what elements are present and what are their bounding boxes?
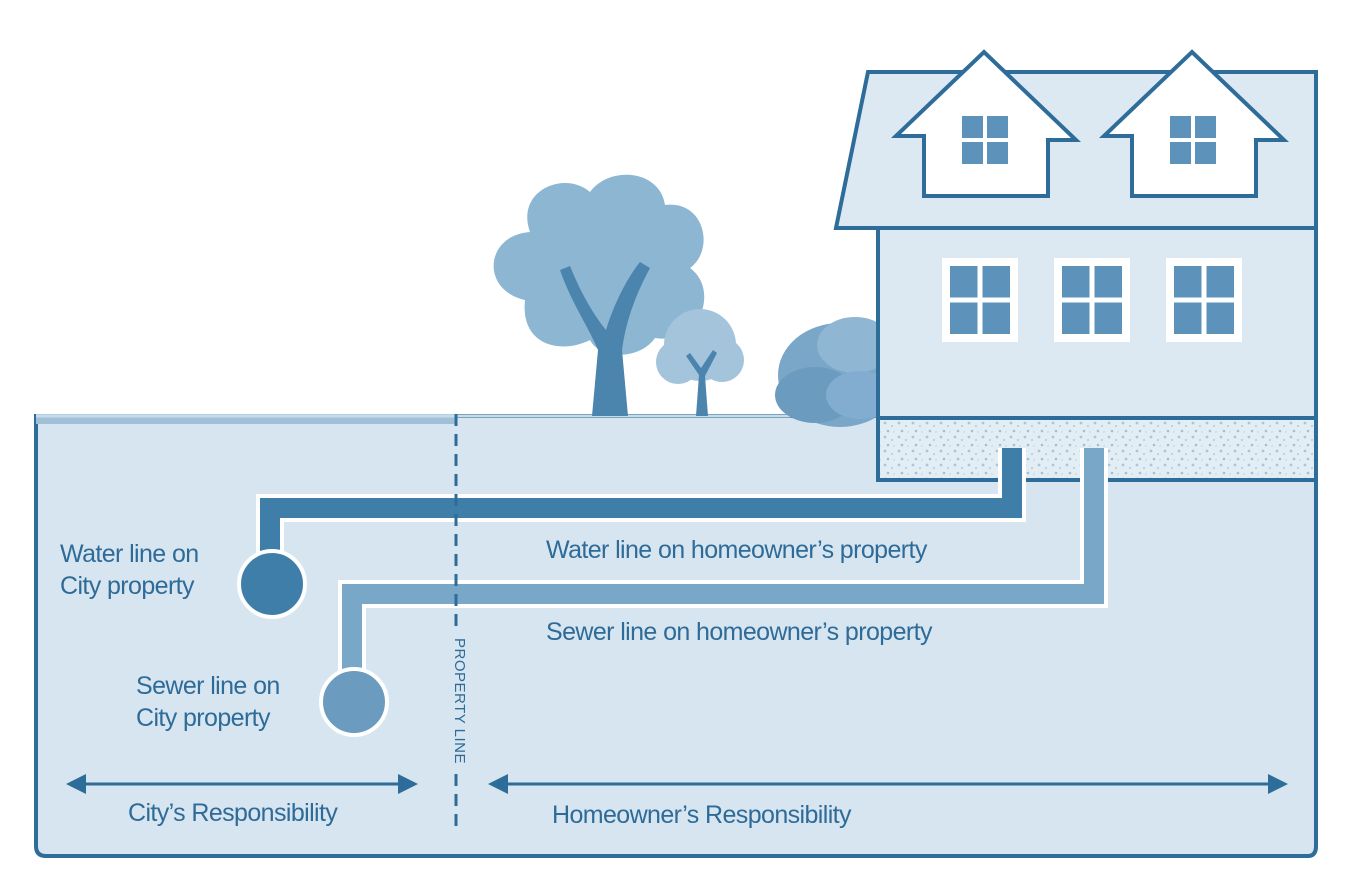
property-line-label: PROPERTY LINE (451, 634, 468, 768)
ground-surface-strip (36, 414, 456, 424)
sewer-city-label: Sewer line on City property (136, 670, 280, 734)
window-icon (1054, 258, 1130, 342)
ground-area (34, 414, 1318, 858)
tree-icon (656, 309, 744, 416)
homeowner-responsibility-label: Homeowner’s Responsibility (552, 801, 851, 829)
water-city-label-line2: City property (60, 572, 195, 600)
double-arrow-icon (488, 774, 1288, 794)
sewer-main-city (319, 667, 389, 737)
window-icon (1170, 116, 1216, 164)
window-icon (962, 116, 1008, 164)
water-main-city (237, 549, 307, 619)
water-city-label: Water line on City property (60, 538, 199, 602)
sewer-city-label-line1: Sewer line on (136, 672, 280, 700)
water-city-label-line1: Water line on (60, 540, 199, 568)
window-icon (942, 258, 1018, 342)
double-arrow-icon (66, 774, 418, 794)
tree-icon (493, 174, 705, 416)
bush-icon (775, 317, 902, 427)
sewer-city-label-line2: City property (136, 704, 271, 732)
sewer-homeowner-label: Sewer line on homeowner’s property (546, 618, 932, 646)
city-responsibility-label: City’s Responsibility (128, 799, 338, 827)
window-icon (1166, 258, 1242, 342)
water-homeowner-label: Water line on homeowner’s property (546, 536, 927, 564)
